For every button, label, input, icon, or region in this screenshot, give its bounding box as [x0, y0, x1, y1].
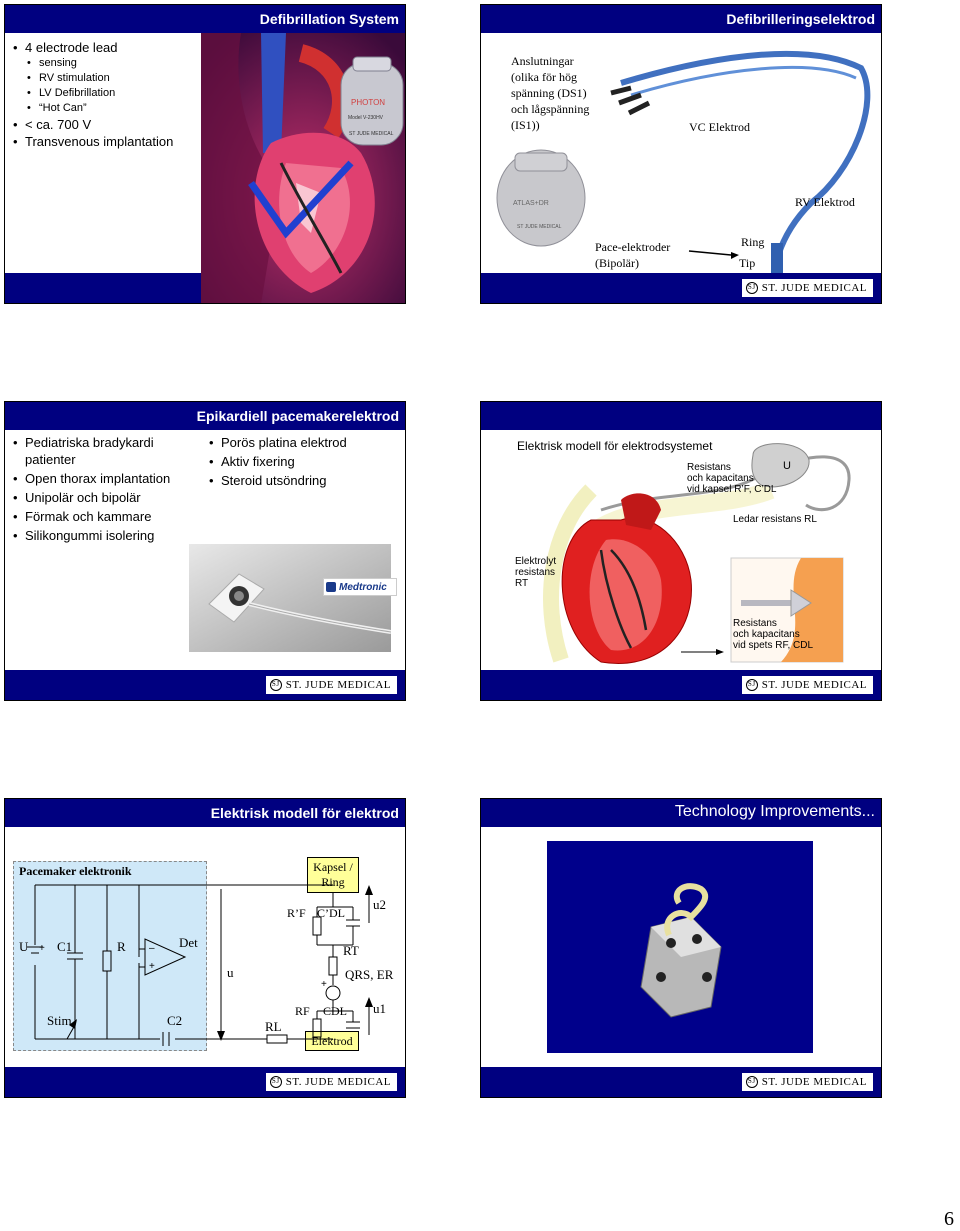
logo-mark-icon: SJ — [745, 679, 758, 691]
bullet-item: Transvenous implantation — [13, 133, 173, 150]
heart-illustration: PHOTON Model V-230HV ST JUDE MEDICAL — [201, 33, 405, 303]
label-plus: + — [149, 961, 155, 972]
bullet-item: Pediatriska bradykardi patienter — [13, 434, 189, 468]
slide-defibrillation-system: Defibrillation System 4 electrode lead s… — [4, 4, 406, 304]
label-c1: C1 — [57, 939, 73, 954]
label-rf-prime: R’F — [287, 906, 306, 920]
lead-resistance-label: Ledar resistans RL — [733, 514, 817, 525]
tip-resistance-label: Resistans och kapacitans vid spets RF, C… — [733, 618, 814, 651]
slide-electrical-model-system: Elektrisk modell för elektrodsystemet U … — [480, 401, 882, 701]
epicardial-lead-photo — [189, 544, 391, 652]
st-jude-medical-logo: SJ ST. JUDE MEDICAL — [741, 1073, 873, 1091]
logo-mark-icon: SJ — [745, 282, 758, 294]
bullet-item: Porös platina elektrod — [209, 434, 347, 451]
st-jude-medical-logo: SJ ST. JUDE MEDICAL — [265, 676, 397, 694]
device-brand: ATLAS+DR — [513, 200, 549, 207]
connections-label: Anslutningar (olika för hög spänning (DS… — [511, 54, 590, 132]
label-rf: RF — [295, 1004, 310, 1018]
bullet-item: Silikongummi isolering — [13, 527, 189, 544]
bullet-item: Aktiv fixering — [209, 453, 347, 470]
pacemaker-electronics-label: Pacemaker elektronik — [19, 864, 132, 878]
st-jude-medical-logo: SJ ST. JUDE MEDICAL — [265, 1073, 397, 1091]
slide-title: Elektrisk modell för elektrod — [210, 805, 399, 821]
pace-electrodes-label: Pace-elektroder (Bipolär) — [595, 240, 671, 270]
label-r: R — [117, 939, 126, 954]
medtronic-mark-icon — [326, 582, 336, 592]
heart-drawing — [561, 493, 692, 664]
label-stim: Stim — [47, 1013, 72, 1028]
tip-label: Tip — [739, 256, 756, 270]
lead-tip-render — [547, 841, 813, 1053]
bullet-item: Open thorax implantation — [13, 470, 189, 487]
slide-title-bar — [5, 402, 405, 430]
rv-electrode-label: RV Elektrod — [795, 195, 855, 209]
u-label: U — [783, 460, 791, 472]
heart-model-diagram — [543, 443, 851, 664]
label-c2: C2 — [167, 1013, 183, 1028]
st-jude-medical-logo: SJ ST. JUDE MEDICAL — [741, 279, 873, 297]
electrode-box: Elektrod — [305, 1031, 359, 1051]
logo-mark-icon: SJ — [745, 1076, 758, 1088]
sub-bullet-item: LV Defibrillation — [13, 86, 173, 101]
diagram-heading: Elektrisk modell för elektrodsystemet — [517, 439, 713, 453]
slide-title: Defibrillation System — [259, 11, 399, 27]
label-minus: – — [149, 943, 155, 954]
label-rt: RT — [343, 943, 359, 958]
bullet-item: Unipolär och bipolär — [13, 489, 189, 506]
circuit-diagram — [27, 884, 373, 1046]
device-model: Model V-230HV — [348, 115, 384, 121]
label-cdl: CDL — [323, 1004, 347, 1018]
sub-bullet-item: RV stimulation — [13, 71, 173, 86]
left-bullet-list: Pediatriska bradykardi patienter Open th… — [13, 434, 189, 544]
slide-title-bar — [5, 799, 405, 827]
label-det: Det — [179, 935, 198, 950]
page-number: 6 — [944, 1208, 954, 1230]
slide-technology-improvements: Technology Improvements... SJ ST. JUDE M… — [480, 798, 882, 1098]
label-u2: u2 — [373, 897, 386, 912]
label-u-arrow: u — [227, 965, 234, 980]
label-cdl-prime: C’DL — [317, 906, 345, 920]
bullet-item: 4 electrode lead — [13, 39, 173, 56]
label-qrs: QRS, ER — [345, 967, 394, 982]
slide-title-bar — [481, 402, 881, 430]
logo-mark-icon: SJ — [269, 679, 282, 691]
icd-device: PHOTON Model V-230HV ST JUDE MEDICAL — [340, 56, 404, 146]
medtronic-logo: Medtronic — [323, 578, 397, 596]
slide-epicardial-lead: Epikardiell pacemakerelektrod Pediatrisk… — [4, 401, 406, 701]
slide-title-bar — [481, 5, 881, 33]
slide-footer-bar — [5, 273, 201, 303]
device-brand: PHOTON — [351, 98, 385, 107]
bullet-item: Förmak och kammare — [13, 508, 189, 525]
electrolyte-resistance-label: Elektrolyt resistans RT — [515, 556, 557, 589]
label-plus: + — [321, 979, 327, 990]
pacemaker-electronics-panel — [13, 861, 207, 1051]
ring-label: Ring — [741, 235, 765, 249]
bullet-item: < ca. 700 V — [13, 116, 173, 133]
device-maker: ST JUDE MEDICAL — [517, 224, 562, 230]
label-plus: + — [39, 943, 45, 954]
slide-title-bar — [5, 5, 405, 33]
capsule-resistance-label: Resistans och kapacitans vid kapsel R’F,… — [687, 462, 777, 495]
slide-title: Epikardiell pacemakerelektrod — [196, 408, 399, 424]
label-u: U — [19, 939, 29, 954]
device-maker: ST JUDE MEDICAL — [349, 131, 394, 137]
vc-electrode-label: VC Elektrod — [689, 120, 750, 134]
slide-title: Defibrilleringselektrod — [726, 11, 875, 27]
bullet-item: Steroid utsöndring — [209, 472, 347, 489]
slide-title-bar — [481, 799, 881, 827]
slide-electrical-model-electrode: Elektrisk modell för elektrod Pacemaker … — [4, 798, 406, 1098]
st-jude-medical-logo: SJ ST. JUDE MEDICAL — [741, 676, 873, 694]
slide-title: Technology Improvements... — [674, 803, 875, 820]
sub-bullet-item: sensing — [13, 56, 173, 71]
logo-mark-icon: SJ — [269, 1076, 282, 1088]
label-rl: RL — [265, 1019, 282, 1034]
slide-defibrilleringselektrod: Defibrilleringselektrod Anslutningar (ol… — [480, 4, 882, 304]
icd-device: ATLAS+DR ST JUDE MEDICAL — [496, 149, 586, 247]
right-bullet-list: Porös platina elektrod Aktiv fixering St… — [209, 434, 347, 489]
sub-bullet-item: “Hot Can” — [13, 101, 173, 116]
label-u1: u1 — [373, 1001, 386, 1016]
pacemaker-can — [751, 443, 810, 488]
lead-illustration: ATLAS+DR ST JUDE MEDICAL — [496, 50, 871, 273]
bullet-list: 4 electrode lead sensing RV stimulation … — [13, 39, 173, 150]
